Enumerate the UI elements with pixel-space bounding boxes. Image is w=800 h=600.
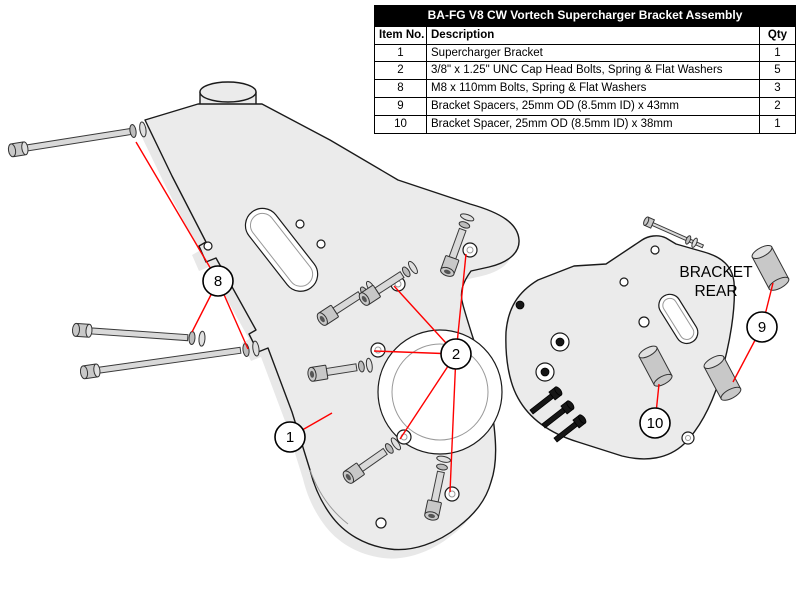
cap-head-bolt xyxy=(440,213,475,277)
bolt-hole xyxy=(681,431,695,445)
cell-item: 1 xyxy=(374,43,427,63)
callout-9: 9 xyxy=(746,311,778,343)
cell-item: 10 xyxy=(374,115,427,135)
bracket-rear-label-line2: REAR xyxy=(694,283,737,300)
callout-9-label: 9 xyxy=(758,319,766,336)
rear-stud xyxy=(529,386,563,415)
callout-1: 1 xyxy=(274,421,306,453)
table-title: BA-FG V8 CW Vortech Supercharger Bracket… xyxy=(374,5,796,27)
table-title-row: BA-FG V8 CW Vortech Supercharger Bracket… xyxy=(374,5,796,27)
table-row: 1 Supercharger Bracket 1 xyxy=(374,43,796,63)
m8-bolt xyxy=(71,322,189,342)
col-header-description: Description xyxy=(426,25,760,45)
bolt-hole xyxy=(203,241,213,251)
table-row: 9 Bracket Spacers, 25mm OD (8.5mm ID) x … xyxy=(374,97,796,117)
cap-head-bolt xyxy=(307,357,373,382)
col-header-item: Item No. xyxy=(374,25,427,45)
bracket-slot xyxy=(244,207,319,292)
cell-item: 8 xyxy=(374,79,427,99)
rear-stud xyxy=(553,414,587,443)
rear-stud xyxy=(541,400,575,429)
bolt-hole xyxy=(650,245,660,255)
cell-qty: 3 xyxy=(759,79,796,99)
cap-head-bolt xyxy=(424,455,452,521)
bolt-hole xyxy=(316,239,326,249)
cap-head-bolt xyxy=(342,437,401,484)
cell-description: 3/8" x 1.25" UNC Cap Head Bolts, Spring … xyxy=(426,61,760,81)
callout-2-label: 2 xyxy=(452,346,460,363)
table-row: 8 M8 x 110mm Bolts, Spring & Flat Washer… xyxy=(374,79,796,99)
callout-10: 10 xyxy=(639,407,671,439)
callout-8-label: 8 xyxy=(214,273,222,290)
bolt-hole xyxy=(375,517,387,529)
m8-bolt xyxy=(7,128,132,158)
rear-thin-bolt xyxy=(643,216,705,249)
table-row: 10 Bracket Spacer, 25mm OD (8.5mm ID) x … xyxy=(374,115,796,135)
table-header-row: Item No. Description Qty xyxy=(374,25,796,45)
cell-qty: 1 xyxy=(759,43,796,63)
stud-head xyxy=(515,300,525,310)
callout-1-label: 1 xyxy=(286,429,294,446)
callout-8: 8 xyxy=(202,265,234,297)
table-row: 2 3/8" x 1.25" UNC Cap Head Bolts, Sprin… xyxy=(374,61,796,81)
supercharger-bore xyxy=(377,329,503,455)
cell-description: M8 x 110mm Bolts, Spring & Flat Washers xyxy=(426,79,760,99)
spacer-43mm xyxy=(751,244,790,291)
cell-qty: 1 xyxy=(759,115,796,135)
washer-stack xyxy=(129,121,147,138)
supercharger-bracket xyxy=(144,103,520,551)
spacer-43mm xyxy=(703,354,742,401)
col-header-qty: Qty xyxy=(759,25,796,45)
spacer-38mm xyxy=(638,345,673,387)
cell-item: 2 xyxy=(374,61,427,81)
cell-qty: 2 xyxy=(759,97,796,117)
callout-10-label: 10 xyxy=(647,415,664,432)
bolt-hole xyxy=(295,219,305,229)
bolt-hole xyxy=(638,316,650,328)
cell-description: Bracket Spacer, 25mm OD (8.5mm ID) x 38m… xyxy=(426,115,760,135)
m8-bolt xyxy=(79,346,242,380)
cell-description: Supercharger Bracket xyxy=(426,43,760,63)
cap-head-bolt xyxy=(316,280,376,326)
bolt-hole xyxy=(619,277,629,287)
rear-bracket-slot xyxy=(658,293,699,345)
washer-stack xyxy=(188,330,206,347)
bracket-rear-label-line1: BRACKET xyxy=(679,264,753,281)
cap-head-bolt xyxy=(358,260,418,306)
parts-table: BA-FG V8 CW Vortech Supercharger Bracket… xyxy=(374,5,796,135)
callout-2: 2 xyxy=(440,338,472,370)
cell-description: Bracket Spacers, 25mm OD (8.5mm ID) x 43… xyxy=(426,97,760,117)
cell-qty: 5 xyxy=(759,61,796,81)
cell-item: 9 xyxy=(374,97,427,117)
rear-bracket xyxy=(505,235,736,460)
